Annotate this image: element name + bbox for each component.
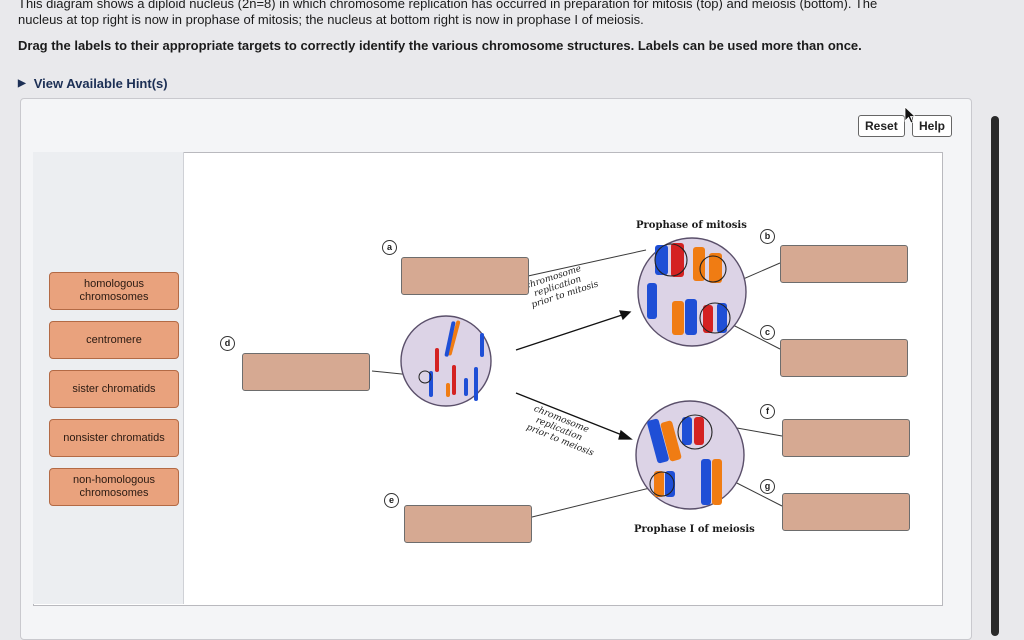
- label-centromere[interactable]: centromere: [49, 321, 179, 359]
- leader-line-c: [728, 322, 781, 350]
- drop-target-f[interactable]: [782, 419, 910, 457]
- caret-right-icon: ▶: [18, 78, 26, 89]
- question-text-line2: nucleus at top right is now in prophase …: [18, 12, 644, 27]
- leader-line-e: [527, 485, 659, 519]
- view-hints-label: View Available Hint(s): [33, 76, 168, 91]
- question-text-line1: This diagram shows a diploid nucleus (2n…: [18, 0, 878, 11]
- badge-f: f: [760, 404, 775, 419]
- mouse-cursor-icon: [904, 106, 916, 124]
- drop-target-a[interactable]: [401, 257, 529, 295]
- meiosis-nucleus: [635, 400, 745, 510]
- mitosis-nucleus: [637, 237, 747, 347]
- badge-c: c: [760, 325, 775, 340]
- meiosis-title: Prophase I of meiosis: [634, 524, 755, 535]
- drop-target-d[interactable]: [242, 353, 370, 391]
- view-hints-link[interactable]: ▶ View Available Hint(s): [18, 76, 168, 91]
- badge-d: d: [220, 336, 235, 351]
- drop-target-g[interactable]: [782, 493, 910, 531]
- chromosome-diagram: [371, 237, 783, 519]
- leader-line-a: [527, 249, 647, 277]
- label-homologous-chromosomes[interactable]: homologous chromosomes: [49, 272, 179, 310]
- help-button[interactable]: Help: [912, 115, 953, 137]
- mitosis-title: Prophase of mitosis: [636, 220, 747, 231]
- scrollbar[interactable]: [991, 116, 999, 636]
- drop-target-b[interactable]: [780, 245, 908, 283]
- label-non-homologous-chromosomes[interactable]: non-homologous chromosomes: [49, 468, 179, 506]
- drop-target-e[interactable]: [404, 505, 532, 543]
- label-sister-chromatids[interactable]: sister chromatids: [49, 370, 179, 408]
- diploid-nucleus: [400, 315, 492, 407]
- badge-e: e: [384, 493, 399, 508]
- instructions: Drag the labels to their appropriate tar…: [18, 38, 862, 53]
- badge-g: g: [760, 479, 775, 494]
- leader-line-f: [736, 427, 783, 437]
- badge-b: b: [760, 229, 775, 244]
- label-nonsister-chromatids[interactable]: nonsister chromatids: [49, 419, 179, 457]
- badge-a: a: [382, 240, 397, 255]
- drop-target-c[interactable]: [780, 339, 908, 377]
- reset-button[interactable]: Reset: [858, 115, 905, 137]
